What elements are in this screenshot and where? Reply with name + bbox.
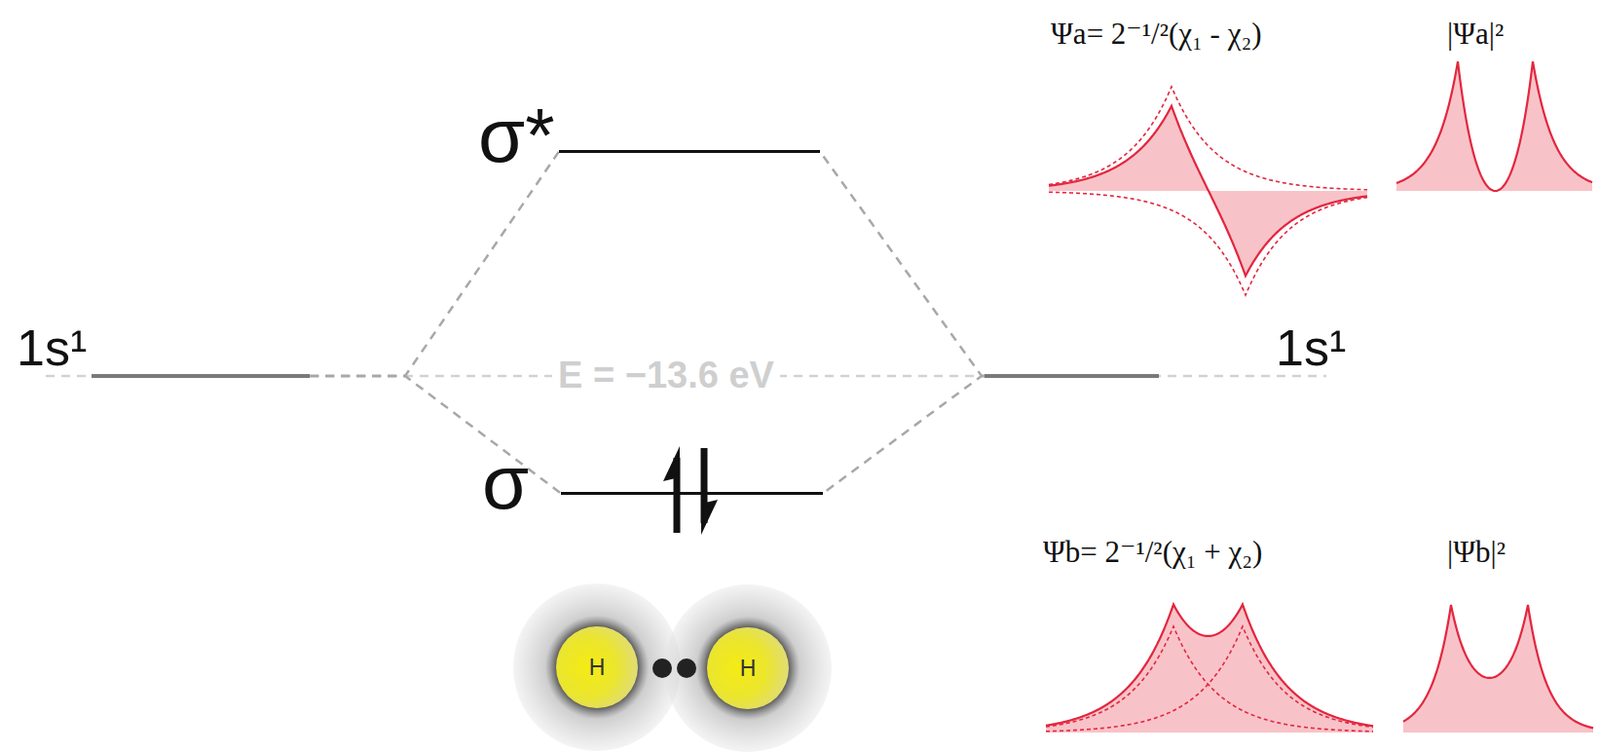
atom-symbol: H [740,657,757,680]
density-curve [1396,61,1593,191]
hydrogen-atom: H [556,626,638,708]
atomic-orbital-curve [1045,626,1374,732]
orbital-label: σ [482,444,529,521]
orbital-label: 1s¹ [1275,322,1346,373]
orbital-correlation-line [819,151,985,377]
energy-value: E = −13.6 eV [552,355,781,397]
spin-down-arrow-head [701,499,718,535]
wavefunction-fill [1048,106,1368,276]
density-fill [1403,604,1594,733]
wavefunction-fill [1045,603,1374,733]
orbital-label: σ* [478,97,556,174]
atom-halo [664,584,832,752]
electron-dot [676,658,697,678]
atomic-orbital-level: 1s¹ [984,373,1159,378]
wavefunction-formula: Ψa= 2⁻¹/²(χ₁ - χ₂) [1050,17,1263,51]
density-formula: |Ψa|² [1447,17,1504,51]
density-fill [1396,61,1593,191]
spin-up-arrow-head [663,446,680,482]
density-formula: |Ψb|² [1447,535,1506,569]
atomic-orbital-level: 1s¹ [91,373,310,378]
orbital-correlation-line [309,151,559,377]
atom-symbol: H [589,656,606,679]
orbital-correlation-line [822,375,985,494]
electron-dot [652,658,672,678]
atom-halo [513,583,681,751]
hydrogen-atom: H [706,627,789,709]
wavefunction-curve [1045,603,1374,726]
wavefunction-curve [1048,106,1368,276]
antibonding-level: σ* [558,149,820,153]
atomic-orbital-curve [1045,626,1374,732]
bonding-level: σ [560,491,823,495]
orbital-label: 1s¹ [16,322,87,373]
atomic-orbital-curve [1048,86,1368,190]
wavefunction-formula: Ψb= 2⁻¹/²(χ₁ + χ₂) [1042,535,1263,569]
density-curve [1403,604,1594,728]
